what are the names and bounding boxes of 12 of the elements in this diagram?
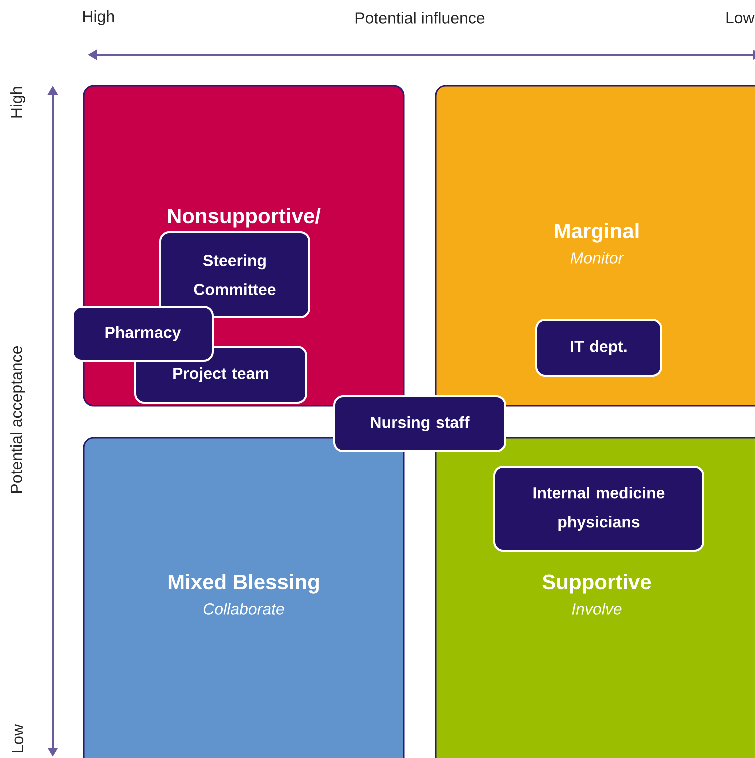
axis-label: Potential acceptance bbox=[10, 346, 26, 493]
axis-label: High bbox=[10, 87, 26, 118]
stakeholder-box: Nursing staff bbox=[334, 396, 506, 452]
axis-label: Low bbox=[12, 724, 24, 752]
stakeholder-box: Internal medicine physicians bbox=[494, 466, 704, 552]
axis-label: Potential influence bbox=[356, 12, 485, 24]
axis-label: Low bbox=[726, 12, 755, 24]
stakeholder-box: IT dept. bbox=[536, 319, 662, 377]
stakeholder-box: Pharmacy bbox=[72, 306, 214, 362]
quadrant-box: Mixed Blessing Collaborate bbox=[83, 437, 405, 758]
stakeholder-box: Steering Committee bbox=[160, 232, 310, 318]
axis-label: High bbox=[84, 10, 114, 26]
